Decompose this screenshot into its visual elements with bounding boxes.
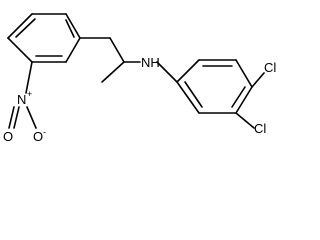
bond bbox=[65, 37, 81, 63]
bond-double bbox=[65, 19, 75, 38]
bond bbox=[235, 112, 255, 129]
nitro-oxygen-double-label: O bbox=[3, 129, 13, 144]
bond bbox=[156, 61, 178, 83]
bond bbox=[26, 106, 37, 129]
bond bbox=[25, 61, 33, 94]
bond-double bbox=[184, 81, 203, 108]
nitro-oxygen-single-label: O bbox=[33, 129, 43, 144]
bond-double bbox=[231, 86, 246, 108]
chloro-4-label: Cl bbox=[254, 121, 266, 136]
bond bbox=[7, 13, 33, 39]
bond bbox=[235, 86, 253, 114]
bond-double bbox=[13, 106, 20, 129]
bond bbox=[251, 72, 265, 88]
amine-label: NH bbox=[141, 55, 160, 70]
bond bbox=[65, 13, 81, 39]
nitro-nitrogen-label: N bbox=[17, 92, 26, 107]
molecule-structure: NH Cl Cl N + O O - bbox=[3, 13, 276, 144]
bond bbox=[235, 59, 253, 88]
bond bbox=[176, 59, 200, 83]
atom-labels: NH Cl Cl N + O O - bbox=[3, 55, 276, 144]
bond bbox=[101, 61, 125, 83]
bond-double bbox=[8, 106, 15, 129]
bond bbox=[176, 81, 200, 114]
bond-double bbox=[15, 18, 36, 38]
bond bbox=[7, 37, 33, 63]
nitro-nitrogen-charge: + bbox=[27, 89, 32, 99]
bond bbox=[109, 37, 125, 63]
bonds bbox=[7, 13, 265, 129]
chloro-3-label: Cl bbox=[264, 60, 276, 75]
nitro-oxygen-charge: - bbox=[43, 127, 46, 137]
